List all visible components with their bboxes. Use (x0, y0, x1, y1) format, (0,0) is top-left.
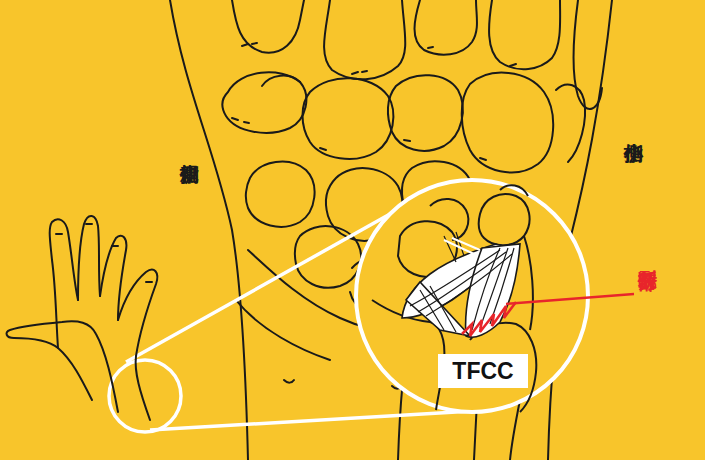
little-finger-side-label: 小指側 (624, 127, 644, 130)
zoom-circle (356, 180, 588, 412)
node-text: TFCC (452, 358, 513, 385)
tear-label: 断裂部分 (638, 254, 658, 258)
leader-line (506, 294, 634, 304)
thumb-side-label: 親指側 (180, 148, 200, 151)
bone-outlines (170, 0, 612, 460)
hand-outline (7, 216, 158, 420)
tfcc-box: TFCC (438, 354, 528, 388)
